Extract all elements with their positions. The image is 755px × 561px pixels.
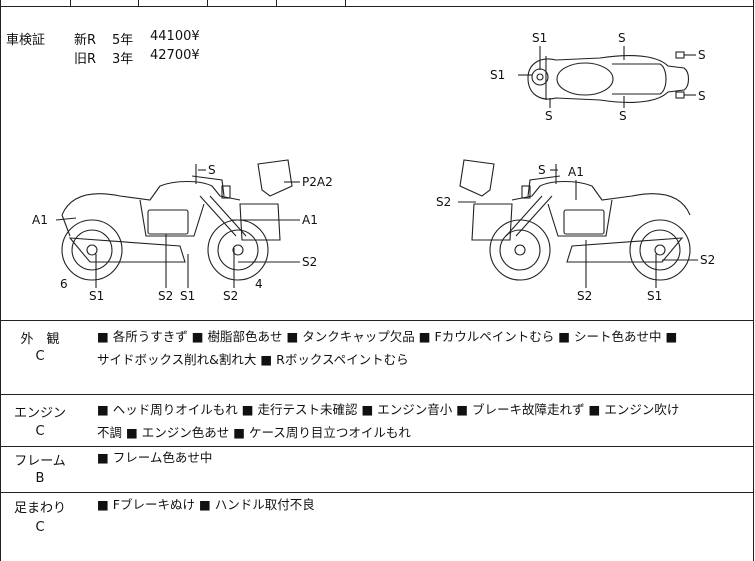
diagram-label: S2 — [158, 289, 173, 303]
diagram-label: S2 — [302, 255, 317, 269]
section-grade: C — [35, 520, 45, 535]
diagram-label: 4 — [255, 277, 263, 291]
diagram-label: S1 — [180, 289, 195, 303]
notes-line: ■ Fブレーキぬけ ■ ハンドル取付不良 — [97, 497, 315, 512]
diagram-label: S1 — [532, 31, 547, 45]
diagram-label: S — [538, 163, 546, 177]
shaken-old-years: 3年 — [112, 52, 134, 67]
row-divider — [0, 492, 754, 493]
top-cell-divider — [138, 0, 139, 6]
section-notes: ■ ヘッド周りオイルもれ ■ 走行テスト未確認 ■ エンジン音小 ■ ブレーキ故… — [97, 398, 747, 444]
shaken-new-label: 新R — [74, 33, 97, 48]
diagram-label: S — [619, 109, 627, 123]
diagram-label: S — [618, 31, 626, 45]
diagram-label: P2A2 — [302, 175, 333, 189]
diagram-label: S — [698, 89, 706, 103]
diagram-bottom-border — [0, 320, 754, 321]
section-grade: C — [35, 349, 45, 364]
top-view-motorcycle — [527, 51, 690, 103]
diagram-label: S1 — [490, 68, 505, 82]
top-cell-divider — [276, 0, 277, 6]
shaken-new-years: 5年 — [112, 33, 134, 48]
shaken-old-label: 旧R — [74, 52, 97, 67]
motorcycle-damage-diagram: S1 S1 S S S S S S P2A2 A1 A1 6 S1 S2 S1 … — [32, 31, 715, 303]
diagram-label: 6 — [60, 277, 68, 291]
diagram-label: A1 — [302, 213, 318, 227]
row-divider — [0, 446, 754, 447]
section-grade: C — [35, 424, 45, 439]
section-notes: ■ フレーム色あせ中 — [97, 446, 747, 469]
notes-line: サイドボックス削れ&割れ大 ■ Rボックスペイントむら — [97, 352, 409, 367]
diagram-label: S2 — [577, 289, 592, 303]
section-title: 足まわり — [13, 501, 66, 516]
diagram-label: S — [698, 48, 706, 62]
shaken-new-price: 44100¥ — [150, 29, 200, 44]
section-title: 外 観 — [20, 332, 60, 347]
top-cell-divider — [345, 0, 346, 6]
right-border — [753, 0, 754, 561]
diagram-label: S1 — [89, 289, 104, 303]
top-cell-divider — [207, 0, 208, 6]
top-border — [0, 6, 754, 7]
diagram-label: S2 — [223, 289, 238, 303]
notes-line: ■ ヘッド周りオイルもれ ■ 走行テスト未確認 ■ エンジン音小 ■ ブレーキ故… — [97, 402, 680, 417]
diagram-label: S1 — [647, 289, 662, 303]
section-title: フレーム — [14, 454, 66, 469]
top-cell-divider — [70, 0, 71, 6]
notes-line: ■ フレーム色あせ中 — [97, 450, 213, 465]
shaken-old-price: 42700¥ — [150, 48, 200, 63]
notes-line: ■ 各所うすきず ■ 樹脂部色あせ ■ タンクキャップ欠品 ■ Fカウルペイント… — [97, 329, 678, 344]
shaken-label: 車検証 — [6, 33, 46, 48]
diagram-label: S — [545, 109, 553, 123]
section-grade: B — [35, 471, 45, 486]
section-notes: ■ 各所うすきず ■ 樹脂部色あせ ■ タンクキャップ欠品 ■ Fカウルペイント… — [97, 325, 747, 371]
diagram-label: S — [208, 163, 216, 177]
diagram-label: A1 — [568, 165, 584, 179]
section-title: エンジン — [13, 406, 66, 421]
notes-line: 不調 ■ エンジン色あせ ■ ケース周り目立つオイルもれ — [97, 425, 411, 440]
diagram-label: S2 — [436, 195, 451, 209]
diagram-label: S2 — [700, 253, 715, 267]
right-view-motorcycle — [459, 159, 691, 281]
left-border — [0, 0, 1, 561]
row-divider — [0, 394, 754, 395]
diagram-label: A1 — [32, 213, 48, 227]
section-notes: ■ Fブレーキぬけ ■ ハンドル取付不良 — [97, 493, 747, 516]
left-view-motorcycle — [61, 159, 293, 281]
